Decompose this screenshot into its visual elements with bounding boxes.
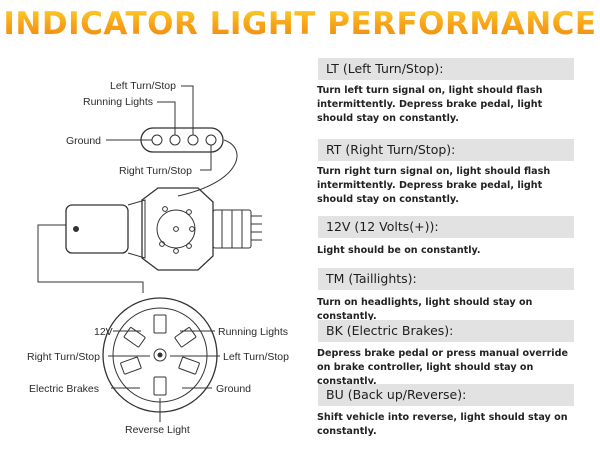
wire-to-adapter — [177, 139, 238, 197]
label-left-turn-stop: Left Turn/Stop — [110, 80, 176, 92]
leader-right-turn — [200, 145, 212, 171]
leader-running — [157, 101, 176, 135]
label-reverse-light: Reverse Light — [125, 424, 190, 436]
label-ground-4pin: Ground — [66, 135, 101, 147]
section-body-rt: Turn right turn signal on, light should … — [317, 166, 551, 205]
adapter-socket — [156, 209, 196, 249]
section-header-12v: 12V (12 Volts(+)): — [318, 216, 574, 238]
section-header-bk: BK (Electric Brakes): — [318, 320, 574, 342]
section-header-rt: RT (Right Turn/Stop): — [318, 139, 574, 161]
seven-pin-blades — [120, 314, 200, 396]
adapter-face — [141, 187, 214, 271]
label-ground-7pin: Ground — [216, 383, 251, 395]
section-header-bu: BU (Back up/Reverse): — [318, 384, 574, 406]
adapter-collar — [127, 199, 146, 259]
four-pin-ground — [151, 134, 163, 146]
page-title: INDICATOR LIGHT PERFORMANCE — [0, 6, 600, 42]
adapter-latch — [73, 226, 79, 232]
label-running-lights: Running Lights — [83, 96, 153, 108]
label-left-turn-stop-7pin: Left Turn/Stop — [223, 351, 289, 363]
section-body-bk: Depress brake pedal or press manual over… — [317, 348, 568, 387]
adapter-housing — [65, 204, 129, 254]
four-pin-right — [205, 134, 217, 146]
section-body-lt: Turn left turn signal on, light should f… — [317, 85, 543, 124]
section-header-tm: TM (Taillights): — [318, 268, 574, 290]
seven-pin-center — [153, 348, 167, 362]
leader-left-turn — [181, 85, 194, 135]
four-pin-running — [169, 134, 181, 146]
section-header-lt: LT (Left Turn/Stop): — [318, 58, 574, 80]
section-body-12v: Light should be on constantly. — [317, 245, 481, 256]
wire-to-seven-pin — [37, 224, 144, 293]
label-right-turn-stop-7pin: Right Turn/Stop — [27, 351, 100, 363]
label-running-lights-7pin: Running Lights — [218, 326, 288, 338]
label-electric-brakes: Electric Brakes — [29, 383, 99, 395]
label-right-turn-stop-4pin: Right Turn/Stop — [119, 165, 192, 177]
label-12v: 12V — [94, 326, 113, 338]
section-body-bu: Shift vehicle into reverse, light should… — [317, 412, 568, 437]
four-pin-left — [187, 134, 199, 146]
section-body-tm: Turn on headlights, light should stay on… — [317, 297, 533, 322]
